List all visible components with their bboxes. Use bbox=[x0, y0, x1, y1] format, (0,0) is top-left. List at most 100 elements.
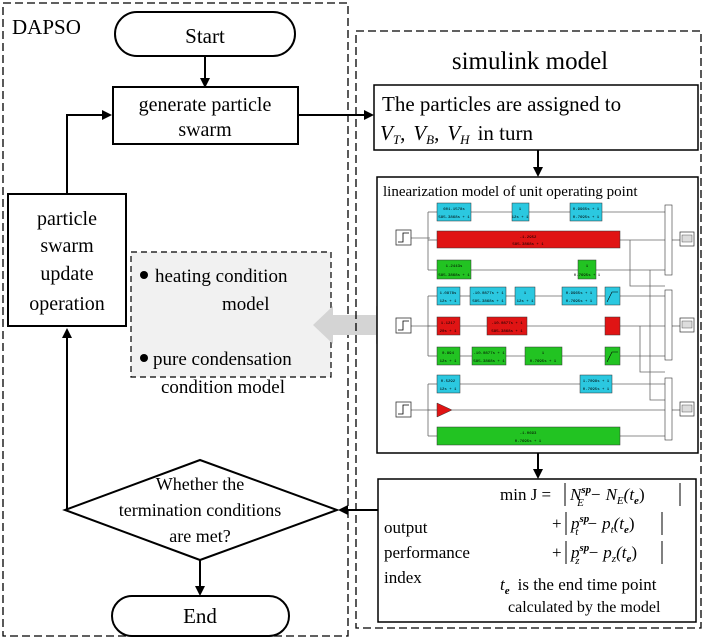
tf-block: 601.1578s 585.3868s + 1 bbox=[436, 202, 472, 222]
plus-sign-2: + bbox=[552, 543, 562, 562]
objective-lhs: min J = bbox=[500, 485, 551, 504]
output-line-2: performance bbox=[384, 543, 470, 562]
term3-arg: (t bbox=[616, 543, 628, 562]
decision-line-2: termination conditions bbox=[119, 500, 281, 520]
tf-block: 1.2443s 585.3868s + 1 bbox=[436, 259, 472, 280]
update-line-3: update bbox=[40, 263, 93, 285]
step-source-1 bbox=[395, 229, 412, 246]
term3-sup: sp bbox=[579, 542, 590, 554]
generate-swarm-box bbox=[112, 86, 299, 145]
block-num: 0.9965s + 1 bbox=[573, 208, 600, 212]
term2-sup: sp bbox=[579, 513, 590, 525]
term2-argsub: e bbox=[624, 524, 629, 536]
block-num: 1 bbox=[542, 352, 545, 356]
sum-block bbox=[664, 289, 673, 361]
var-vh-sub: H bbox=[459, 132, 470, 147]
output-line-1: output bbox=[384, 518, 428, 537]
tf-block: 1 12s + 1 bbox=[514, 286, 536, 306]
tf-block: -1.0693 0.7695s + 1 bbox=[436, 426, 621, 446]
arrow-update-generate bbox=[66, 110, 112, 194]
tf-block: -10.0877s + 1 585.3868s + 1 bbox=[486, 316, 528, 336]
tf-block: 1 0.7695s + 1 bbox=[574, 259, 601, 280]
assign-particles-box bbox=[373, 84, 699, 151]
term1-sup: sp bbox=[580, 484, 591, 496]
tf-block: -10.0877s + 1 585.3868s + 1 bbox=[471, 346, 507, 366]
block-den: 585.3868s + 1 bbox=[472, 300, 504, 304]
separator-1: , bbox=[400, 121, 405, 145]
term3-sub: z bbox=[574, 555, 580, 567]
dapso-title: DAPSO bbox=[12, 15, 81, 39]
term1-sub2: E bbox=[616, 495, 624, 507]
block-num: -1.2952 bbox=[520, 236, 537, 240]
term3-sub2: z bbox=[611, 553, 617, 565]
simulink-title: simulink model bbox=[452, 48, 608, 75]
condition-1-line2: model bbox=[222, 294, 270, 315]
block-num: 0.894 bbox=[442, 352, 455, 356]
tf-block: 0.5292 12s + 1 bbox=[436, 374, 461, 394]
term1-n: N bbox=[569, 485, 583, 504]
term1-close: ) bbox=[639, 485, 645, 504]
tf-block: 0.9965s + 1 0.7695s + 1 bbox=[561, 286, 598, 306]
tf-block bbox=[604, 316, 621, 336]
update-operation-box bbox=[7, 193, 127, 327]
term3-close: ) bbox=[631, 543, 637, 562]
linearization-title: linearization model of unit operating po… bbox=[383, 184, 638, 200]
assign-line-1: The particles are assigned to bbox=[382, 92, 621, 116]
block-den: 0.7695s + 1 bbox=[583, 388, 610, 392]
tf-block: 1 0.7695s + 1 bbox=[524, 346, 563, 366]
block-den: 12s + 1 bbox=[440, 388, 457, 392]
var-vt-sub: T bbox=[393, 132, 401, 147]
term2-close: ) bbox=[629, 514, 635, 533]
block-num: -10.0877s + 1 bbox=[473, 352, 505, 356]
block-den: 585.3868s + 1 bbox=[473, 360, 505, 364]
tf-block: 1.7098s + 1 0.7695s + 1 bbox=[579, 374, 613, 394]
block-num: 0.9965s + 1 bbox=[566, 292, 593, 296]
condition-2-line1: pure condensation bbox=[153, 349, 292, 370]
var-vb-sub: B bbox=[426, 132, 434, 147]
tf-block bbox=[604, 286, 621, 306]
step-source-3 bbox=[395, 401, 412, 418]
block-num: 1.2443s bbox=[446, 265, 463, 269]
block-den: 0.7695s + 1 bbox=[515, 440, 542, 444]
update-line-2: swarm bbox=[40, 235, 94, 257]
scope-block-2 bbox=[679, 317, 695, 333]
term2-sub2: t bbox=[611, 524, 615, 536]
decision-line-3: are met? bbox=[169, 526, 230, 546]
sum-block bbox=[664, 377, 673, 441]
term1-argsub: e bbox=[634, 495, 639, 507]
block-den: 585.3868s + 1 bbox=[438, 216, 470, 220]
generate-swarm-line2: swarm bbox=[178, 119, 232, 141]
block-den: 0.7695s + 1 bbox=[573, 216, 600, 220]
tf-block: -10.0877s + 1 585.3868s + 1 bbox=[469, 286, 507, 306]
block-den: 585.3868s + 1 bbox=[491, 330, 523, 334]
te-sub: e bbox=[505, 585, 510, 597]
linearization-panel bbox=[376, 176, 699, 454]
block-den: 0.7695s + 1 bbox=[530, 360, 557, 364]
block-num: 0.5292 bbox=[441, 380, 456, 384]
term2-minus: − p bbox=[586, 514, 610, 533]
update-line-1: particle bbox=[37, 208, 97, 230]
block-num: 1 bbox=[586, 265, 589, 269]
step-source-2 bbox=[395, 317, 412, 334]
tf-block: 1 12s + 1 bbox=[512, 202, 530, 222]
block-den: 12s + 1 bbox=[512, 216, 529, 220]
separator-2: , bbox=[434, 121, 439, 145]
plus-sign-1: + bbox=[552, 514, 562, 533]
te-text-1: is the end time point bbox=[518, 575, 657, 594]
block-den: 585.3868s + 1 bbox=[512, 243, 544, 247]
block-num: -1.0693 bbox=[520, 432, 537, 436]
end-terminal bbox=[111, 595, 290, 637]
block-num: 1 bbox=[519, 208, 522, 212]
te-note-line-2: calculated by the model bbox=[508, 599, 661, 616]
var-vh: V bbox=[447, 121, 462, 145]
bullet-icon bbox=[140, 354, 148, 362]
tf-block: -1.2952 585.3868s + 1 bbox=[436, 230, 621, 249]
term1-sub: E bbox=[576, 497, 584, 509]
simulink-wiring bbox=[406, 211, 680, 437]
condition-2-line2: condition model bbox=[161, 377, 285, 398]
bullet-icon bbox=[140, 271, 148, 279]
term3-argsub: e bbox=[626, 553, 631, 565]
